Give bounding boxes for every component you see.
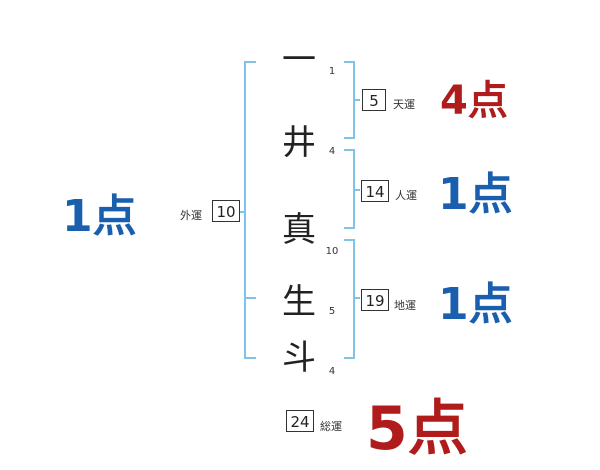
gaikaku-score: 1点 — [62, 191, 137, 242]
tenkaku-value-box: 5 — [362, 89, 386, 111]
tenkaku-bracket — [344, 61, 355, 139]
jinkaku-label: 人運 — [395, 189, 417, 202]
chikaku-label: 地運 — [394, 299, 416, 312]
stroke-count-4: 5 — [328, 306, 336, 317]
name-char-2: 井 — [282, 123, 316, 163]
soukaku-label: 総運 — [320, 420, 342, 433]
chikaku-value-box: 19 — [361, 289, 389, 311]
jinkaku-score: 1点 — [438, 169, 513, 220]
name-char-5: 斗 — [282, 338, 316, 378]
stroke-count-1: 1 — [328, 66, 336, 77]
stroke-count-2: 4 — [328, 146, 336, 157]
name-char-3: 真 — [282, 210, 316, 250]
tenkaku-score: 4点 — [440, 78, 508, 124]
stroke-count-3: 10 — [325, 246, 339, 257]
stroke-count-5: 4 — [328, 366, 336, 377]
jinkaku-value-box: 14 — [361, 180, 389, 202]
name-char-4: 生 — [282, 282, 316, 322]
chikaku-score: 1点 — [438, 279, 513, 330]
gaikaku-label: 外運 — [180, 209, 202, 222]
tenkaku-label: 天運 — [393, 98, 415, 111]
soukaku-score: 5点 — [366, 394, 468, 464]
chikaku-bracket — [344, 239, 355, 359]
outer-bracket — [244, 61, 256, 359]
jinkaku-bracket — [344, 149, 355, 229]
soukaku-value-box: 24 — [286, 410, 314, 432]
gaikaku-value-box: 10 — [212, 200, 240, 222]
name-char-1: 一 — [282, 40, 316, 80]
